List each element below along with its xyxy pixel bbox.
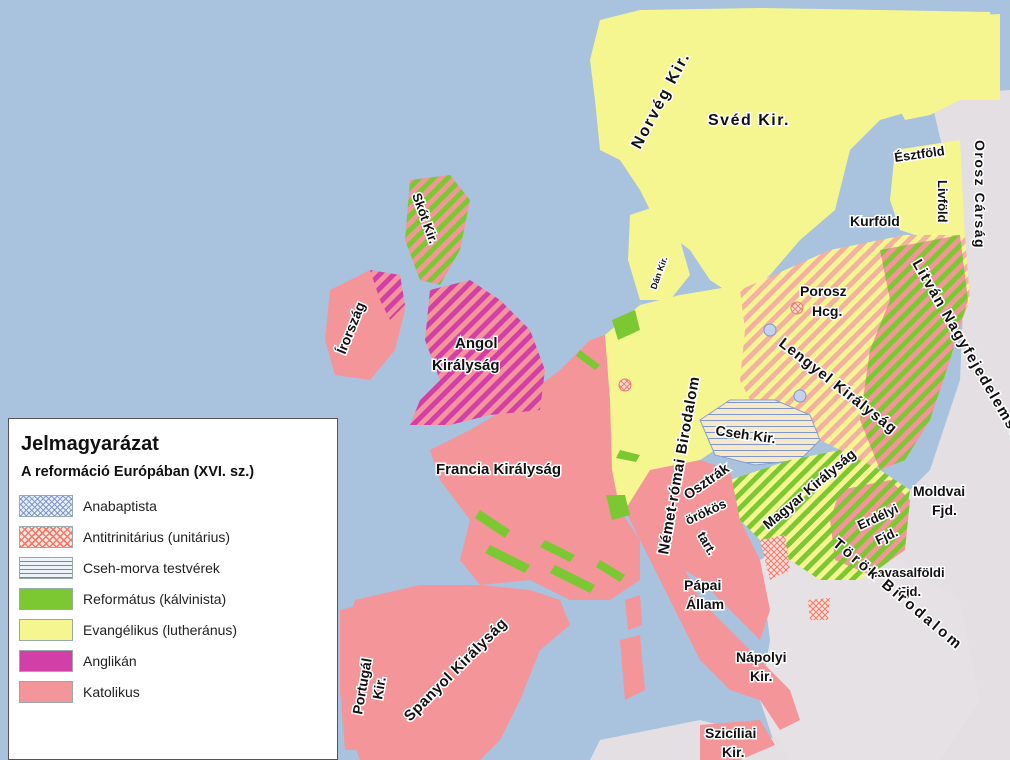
- region-lithuania: [860, 235, 968, 470]
- legend-item-label: Evangélikus (lutheránus): [83, 621, 238, 638]
- region-sicily: [700, 720, 775, 760]
- region-spain: [340, 585, 570, 760]
- legend-swatch: [19, 525, 73, 548]
- legend: Jelmagyarázat A reformáció Európában (XV…: [8, 418, 338, 760]
- label-napolyi-2: Kir.: [750, 668, 773, 684]
- legend-item-anabaptista: Anabaptista: [19, 490, 337, 521]
- region-finland: [890, 14, 1000, 120]
- legend-swatch: [19, 680, 73, 703]
- legend-item-antitrinitarius: Antitrinitárius (unitárius): [19, 521, 337, 552]
- legend-item-label: Református (kálvinista): [83, 590, 227, 607]
- antitrinitarian-spot: [618, 378, 632, 392]
- land-east: [770, 90, 1010, 760]
- legend-swatch: [19, 618, 73, 641]
- label-francia: Francia Királyság: [436, 461, 561, 478]
- label-sziciliai-1: Szicíliai: [705, 725, 756, 741]
- label-havasalfoldi-2: Fjd.: [898, 584, 921, 599]
- label-porosz-2: Hcg.: [812, 303, 842, 319]
- reformed-patches: [475, 310, 640, 593]
- legend-item-label: Katolikus: [83, 683, 140, 700]
- label-havasalfoldi-1: Havasalföldi: [868, 565, 945, 580]
- legend-item-label: Anabaptista: [83, 497, 157, 514]
- label-porosz-1: Porosz: [800, 283, 847, 299]
- region-sardinia: [620, 635, 645, 700]
- legend-swatch: [19, 587, 73, 610]
- region-france: [430, 335, 640, 600]
- label-moldvai-1: Moldvai: [913, 483, 965, 499]
- legend-title: Jelmagyarázat: [21, 433, 159, 455]
- label-livfold: Livföld: [935, 180, 950, 223]
- region-livonia: [890, 140, 965, 240]
- legend-item-evangelikus: Evangélikus (lutheránus): [19, 614, 337, 645]
- label-orosz: Orosz Cárság: [972, 140, 988, 249]
- land-balkans: [760, 520, 980, 760]
- label-kurfold: Kurföld: [850, 213, 900, 229]
- anabaptist-spot: [793, 389, 807, 403]
- label-papai-1: Pápai: [684, 577, 721, 593]
- label-angol-2: Királyság: [432, 357, 500, 374]
- region-portugal: [340, 600, 385, 750]
- label-sved: Svéd Kir.: [708, 112, 790, 129]
- label-sziciliai-2: Kir.: [722, 744, 745, 760]
- label-papai-2: Állam: [686, 596, 724, 612]
- label-angol-1: Angol: [455, 335, 498, 352]
- legend-swatch: [19, 556, 73, 579]
- legend-item-katolikus: Katolikus: [19, 676, 337, 707]
- region-ireland-north: [370, 270, 405, 320]
- legend-swatch: [19, 494, 73, 517]
- region-england: [410, 280, 545, 425]
- region-denmark: [628, 205, 690, 300]
- legend-subtitle: A reformáció Európában (XVI. sz.): [21, 464, 255, 480]
- legend-item-cseh-morva: Cseh-morva testvérek: [19, 552, 337, 583]
- legend-item-reformatus: Református (kálvinista): [19, 583, 337, 614]
- anabaptist-spot: [763, 323, 777, 337]
- legend-item-label: Anglikán: [83, 652, 137, 669]
- label-portugal-2: Kir.: [369, 676, 389, 701]
- legend-item-label: Cseh-morva testvérek: [83, 559, 220, 576]
- legend-item-anglikan: Anglikán: [19, 645, 337, 676]
- label-moldvai-2: Fjd.: [932, 502, 957, 518]
- region-italy: [640, 540, 800, 730]
- antitrinitarian-spot: [790, 301, 804, 315]
- region-corsica: [625, 595, 642, 630]
- label-napolyi-1: Nápolyi: [736, 649, 787, 665]
- antitrinitarian-area: [760, 535, 790, 580]
- region-transylvania: [830, 480, 910, 575]
- legend-item-label: Antitrinitárius (unitárius): [83, 528, 231, 545]
- legend-swatch: [19, 649, 73, 672]
- region-austria: [625, 460, 770, 640]
- antitrinitarian-area: [808, 598, 830, 620]
- region-scotland: [405, 175, 470, 285]
- region-bohemia: [699, 399, 821, 466]
